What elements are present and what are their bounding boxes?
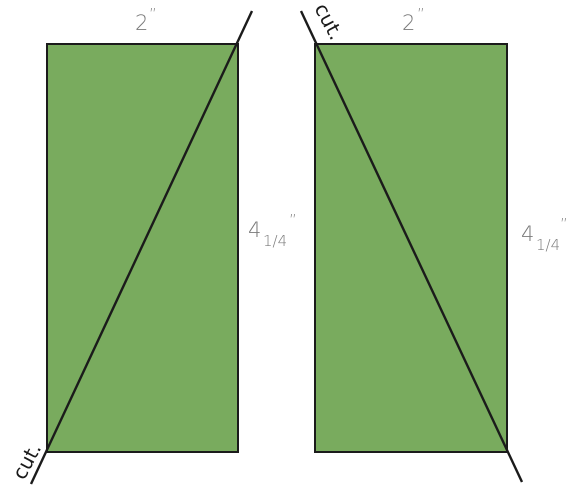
right-cut-line [299,10,524,483]
left-width-inch-mark: ” [149,5,157,23]
left-piece: 2 ” 4 1/4 ” cut. [7,5,297,485]
right-width-label: 2 ” [402,5,425,35]
right-cut-label: cut. [310,0,349,44]
left-height-whole: 4 [248,218,261,242]
left-height-inch-mark: ” [289,211,297,229]
left-height-fraction: 1/4 [263,232,287,250]
right-height-inch-mark: ” [560,215,568,233]
left-cut-line [29,10,254,485]
left-width-label: 2 ” [135,5,157,35]
right-height-whole: 4 [521,222,534,246]
right-height-fraction: 1/4 [536,236,560,254]
right-piece: 2 ” 4 1/4 ” cut. [299,0,568,483]
right-width-number: 2 [402,11,415,35]
right-width-inch-mark: ” [417,5,425,23]
left-width-number: 2 [135,11,148,35]
right-height-label: 4 1/4 ” [521,215,568,254]
left-cut-label: cut. [7,439,46,484]
left-height-label: 4 1/4 ” [248,211,297,250]
